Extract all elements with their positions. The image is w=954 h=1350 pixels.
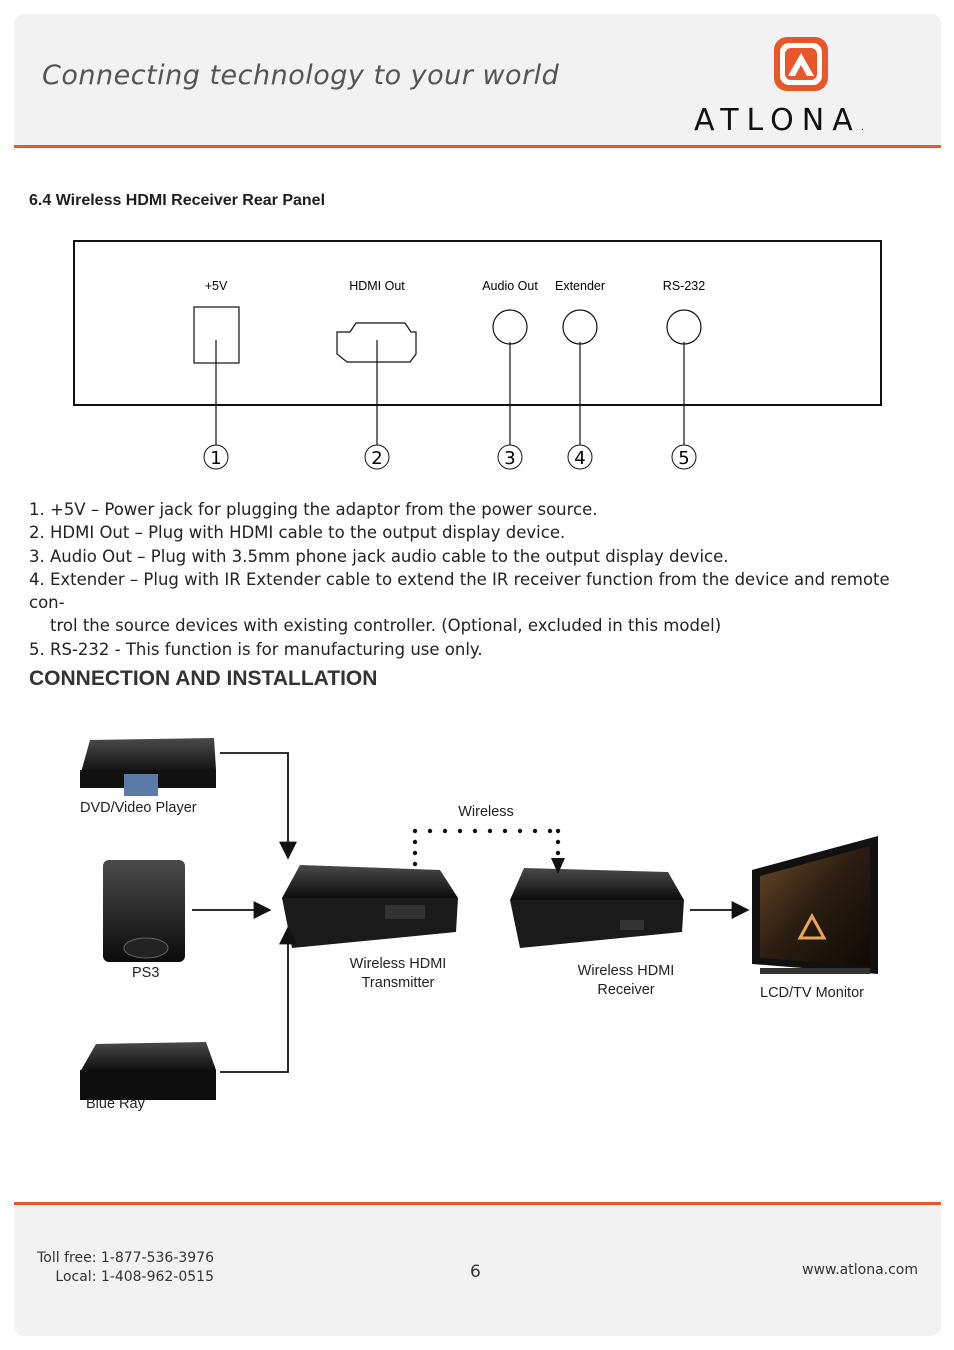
- atlona-logo-icon: [774, 37, 828, 91]
- monitor-label: LCD/TV Monitor: [760, 985, 864, 1001]
- website-link[interactable]: www.atlona.com: [802, 1262, 918, 1278]
- callout-5: 5: [678, 448, 689, 469]
- footer-contact: Toll free: 1-877-536-3976 Local: 1-408-9…: [36, 1249, 214, 1287]
- bluray-player-icon: [80, 1042, 216, 1100]
- description-item: 1. +5V – Power jack for plugging the ada…: [29, 500, 598, 519]
- atlona-logo: ATLONA.: [694, 34, 914, 138]
- page-number: 6: [470, 1262, 481, 1282]
- lcd-monitor-icon: [752, 836, 878, 974]
- callout-4: 4: [574, 448, 585, 469]
- cable-connectors: [192, 752, 750, 1073]
- receiver-label-line1: Wireless HDMI: [578, 963, 675, 979]
- local-number: Local: 1-408-962-0515: [55, 1269, 214, 1285]
- wireless-link-dotted: [412, 828, 565, 874]
- audio-jack-icon: [492, 309, 528, 345]
- toll-free-number: Toll free: 1-877-536-3976: [37, 1250, 214, 1266]
- port-label-audio-out: Audio Out: [482, 279, 538, 293]
- header-rule: [14, 145, 941, 148]
- callout-3: 3: [504, 448, 515, 469]
- footer-band: [14, 1205, 941, 1336]
- description-item: 3. Audio Out – Plug with 3.5mm phone jac…: [29, 546, 729, 566]
- logo-wordmark: ATLONA.: [694, 103, 864, 138]
- port-label-5v: +5V: [205, 279, 228, 293]
- ps3-console-icon: [103, 860, 185, 962]
- port-label-extender: Extender: [555, 279, 605, 293]
- hdmi-port-icon: [336, 322, 417, 363]
- description-item: 5. RS-232 - This function is for manufac…: [29, 639, 483, 659]
- port-label-rs232: RS-232: [663, 279, 705, 293]
- description-line: 4. Extender – Plug with IR Extender cabl…: [29, 569, 890, 613]
- ps3-label: PS3: [132, 965, 159, 981]
- section-title: 6.4 Wireless HDMI Receiver Rear Panel: [29, 192, 326, 209]
- rear-panel-diagram: +5V HDMI Out Audio Out Extender RS-232 1…: [73, 240, 882, 470]
- callout-2: 2: [371, 448, 382, 469]
- dvd-label: DVD/Video Player: [80, 800, 197, 816]
- bluray-label: Blue Ray: [86, 1096, 146, 1112]
- port-label-hdmi-out: HDMI Out: [349, 279, 405, 293]
- footer-rule: [14, 1202, 941, 1205]
- rear-panel-outline: [73, 240, 882, 406]
- transmitter-device-icon: [282, 865, 458, 948]
- description-item: 4. Extender – Plug with IR Extender cabl…: [29, 568, 929, 638]
- receiver-label-line2: Receiver: [597, 982, 654, 998]
- wireless-label: Wireless: [458, 804, 514, 820]
- connection-heading: CONNECTION AND INSTALLATION: [29, 667, 378, 690]
- receiver-device-icon: [510, 868, 684, 948]
- connection-diagram: DVD/Video Player PS3 Blue Ray Wireless H…: [80, 738, 878, 1112]
- extender-jack-icon: [562, 309, 598, 345]
- header-tagline: Connecting technology to your world: [42, 60, 560, 91]
- description-line-continued: trol the source devices with existing co…: [50, 616, 722, 636]
- transmitter-label-line2: Transmitter: [362, 975, 435, 991]
- callout-1: 1: [210, 448, 221, 469]
- dvd-player-icon: [80, 738, 216, 796]
- rs232-jack-icon: [666, 309, 702, 345]
- port-descriptions: 1. +5V – Power jack for plugging the ada…: [29, 498, 929, 661]
- transmitter-label-line1: Wireless HDMI: [350, 956, 447, 972]
- description-item: 2. HDMI Out – Plug with HDMI cable to th…: [29, 523, 566, 543]
